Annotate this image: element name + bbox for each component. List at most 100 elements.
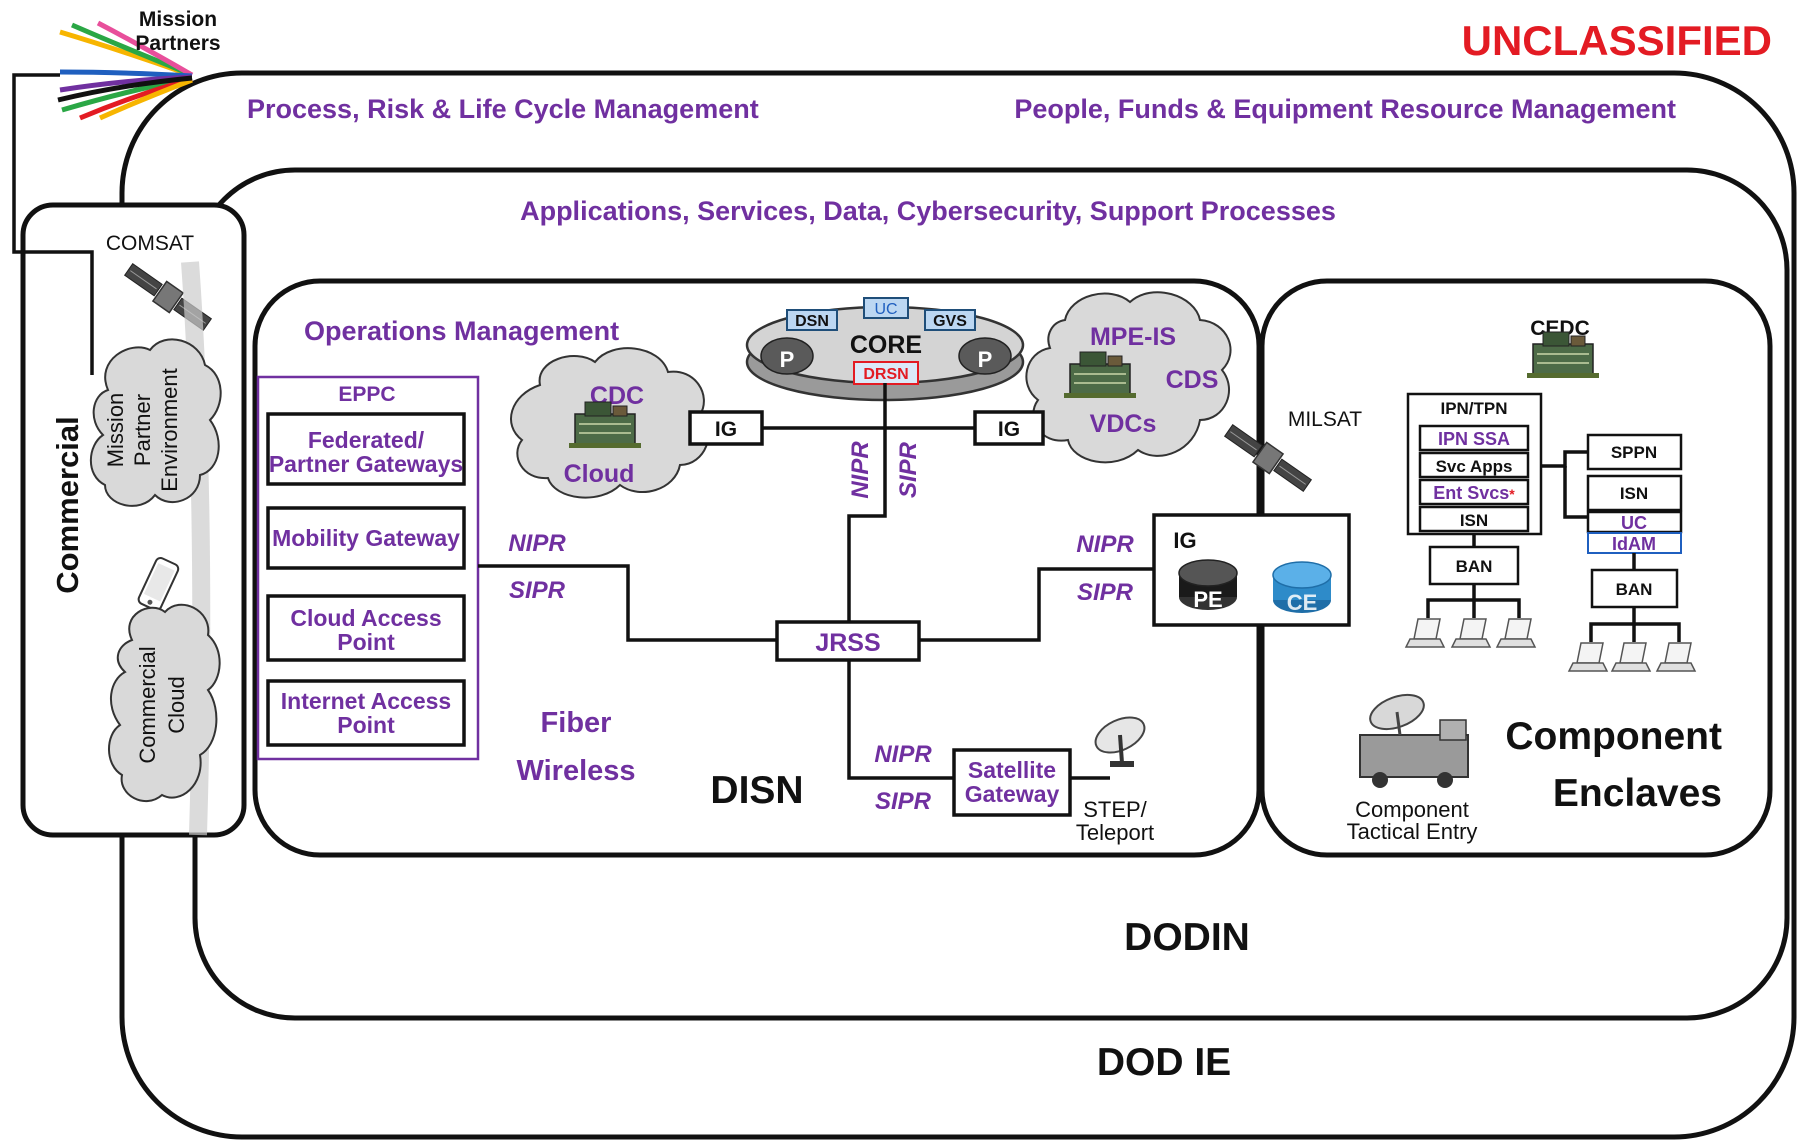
idam-label: IdAM xyxy=(1612,534,1656,554)
federated-line-1: Federated/ xyxy=(308,427,425,453)
core-router-left-label: P xyxy=(780,347,795,372)
svc-apps-box xyxy=(1418,451,1530,479)
process-risk-label: Process, Risk & Life Cycle Management xyxy=(247,94,759,124)
ig-right-label: IG xyxy=(998,418,1020,441)
cloud-access-point-box xyxy=(266,594,466,662)
satellite-gateway-box xyxy=(952,748,1072,817)
ig-left-box xyxy=(688,410,764,446)
ban-right-tree xyxy=(1589,607,1636,642)
core-backbone: UC DSN GVS CORE DRSN P P xyxy=(745,297,1025,402)
isn-box-left xyxy=(1418,505,1530,533)
isn-box-right xyxy=(1586,474,1683,512)
mission-partners-connector xyxy=(12,73,94,375)
step-line-2: Teleport xyxy=(1076,820,1154,845)
fiber-label: Fiber xyxy=(541,707,612,739)
core-router-right-label: P xyxy=(978,347,993,372)
eppc-to-jrss-link xyxy=(478,564,777,642)
commercial-cloud-line-2: Cloud xyxy=(164,676,189,733)
internet-access-point-box xyxy=(266,679,466,747)
mission-partner-environment-cloud: Mission Partner Environment xyxy=(89,338,222,507)
dodin-title: DODIN xyxy=(1124,916,1250,959)
dsn-tag xyxy=(786,309,838,331)
ban-left-tree xyxy=(1426,584,1476,618)
component-enclaves-title-2: Enclaves xyxy=(1553,772,1722,815)
pe-sipr-label: SIPR xyxy=(1077,579,1134,606)
commercial-title: Commercial xyxy=(50,416,85,593)
mpe-line-1: Mission xyxy=(103,393,128,468)
pe-router-icon: PE xyxy=(1178,559,1238,612)
uc-tag xyxy=(863,297,909,319)
core-router-left-icon: P xyxy=(760,337,814,375)
mpe-line-3: Environment xyxy=(157,368,182,492)
core-label: CORE xyxy=(850,331,922,359)
mission-partners-label: Mission xyxy=(139,8,217,31)
internet-access-line-2: Point xyxy=(337,712,395,738)
cloud-access-line-1: Cloud Access xyxy=(290,605,441,631)
jrss-label: JRSS xyxy=(815,629,880,657)
core-to-jrss-link xyxy=(847,383,887,623)
comsat-label: COMSAT xyxy=(106,232,194,255)
ig-right-box xyxy=(973,410,1045,446)
eppc-label: EPPC xyxy=(338,383,395,406)
mpe-is-cloud: MPE-IS CDS VDCs xyxy=(1025,291,1232,464)
sppn-label: SPPN xyxy=(1611,443,1657,462)
enclave-uc-label: UC xyxy=(1621,513,1647,533)
core-router-right-icon: P xyxy=(958,337,1012,375)
cloud-access-line-2: Point xyxy=(337,629,395,655)
eppc-nipr-label: NIPR xyxy=(508,530,566,557)
applications-services-label: Applications, Services, Data, Cybersecur… xyxy=(520,196,1336,226)
tactical-entry-line-1: Component xyxy=(1355,797,1469,822)
svc-apps-label: Svc Apps xyxy=(1436,457,1513,476)
mission-partners-label-line2: Partners xyxy=(135,32,220,55)
core-dsn-label: DSN xyxy=(795,313,829,330)
core-gvs-label: GVS xyxy=(933,313,967,330)
jrss-to-pe-link xyxy=(919,567,1154,642)
milsat-label: MILSAT xyxy=(1288,408,1362,431)
mobility-gateway-label: Mobility Gateway xyxy=(272,525,460,551)
eppc-box xyxy=(256,375,480,761)
ipn-to-isn-link xyxy=(1563,466,1588,519)
satellite-gateway-line-2: Gateway xyxy=(965,781,1060,807)
component-enclaves-title-1: Component xyxy=(1505,715,1722,758)
isn-right-label: ISN xyxy=(1620,484,1648,503)
tactical-entry-line-2: Tactical Entry xyxy=(1347,819,1478,844)
mpe-is-label: MPE-IS xyxy=(1090,323,1176,351)
ent-svcs-box xyxy=(1418,478,1530,506)
disn-title: DISN xyxy=(710,769,803,812)
sppn-box xyxy=(1586,433,1683,471)
cds-label: CDS xyxy=(1166,366,1219,394)
core-sipr-label: SIPR xyxy=(895,441,922,498)
isn-left-label: ISN xyxy=(1460,511,1488,530)
pe-nipr-label: NIPR xyxy=(1076,531,1134,558)
ipn-ssa-box xyxy=(1418,424,1530,452)
cloud-label: Cloud xyxy=(564,460,635,488)
federated-partner-gateways-box xyxy=(266,412,466,486)
satgw-nipr-label: NIPR xyxy=(874,741,932,768)
ban-left-label: BAN xyxy=(1456,557,1493,576)
satellite-gateway-line-1: Satellite xyxy=(968,757,1056,783)
ban-right-tree-right xyxy=(1634,622,1681,642)
ipn-tpn-label: IPN/TPN xyxy=(1440,399,1507,418)
ban-right-label: BAN xyxy=(1616,580,1653,599)
smartphone-icon xyxy=(137,557,180,612)
classification-banner: UNCLASSIFIED xyxy=(1462,17,1772,64)
step-line-1: STEP/ xyxy=(1083,797,1147,822)
ban-left-box xyxy=(1428,545,1520,586)
ent-svcs-label: Ent Svcs* xyxy=(1433,483,1515,503)
tactical-vehicle-icon xyxy=(1359,693,1469,788)
gvs-tag xyxy=(924,309,976,331)
jrss-to-satgw-link xyxy=(847,660,954,780)
ig-left-label: IG xyxy=(715,418,737,441)
people-funds-label: People, Funds & Equipment Resource Manag… xyxy=(1014,94,1676,124)
wireless-label: Wireless xyxy=(516,755,635,787)
ce-label: CE xyxy=(1287,590,1318,615)
commercial-cloud: Commercial Cloud xyxy=(108,603,221,802)
vdcs-label: VDCs xyxy=(1090,410,1157,438)
eppc-sipr-label: SIPR xyxy=(509,577,566,604)
internet-access-line-1: Internet Access xyxy=(281,688,451,714)
ig-pe-label: IG xyxy=(1173,528,1196,553)
ce-router-icon: CE xyxy=(1272,561,1332,615)
core-uc-label: UC xyxy=(874,301,897,318)
mpe-line-2: Partner xyxy=(130,394,155,466)
